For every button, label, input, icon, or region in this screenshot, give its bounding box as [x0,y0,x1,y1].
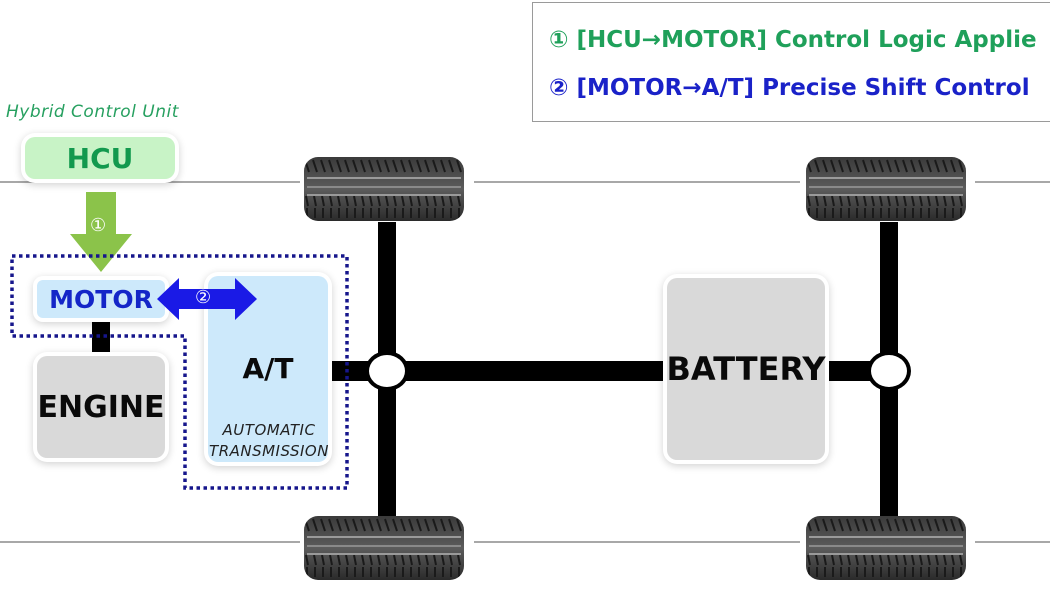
motor-label: MOTOR [49,284,153,314]
at-subtitle: AUTOMATIC TRANSMISSION [192,420,346,462]
at-subtitle-line2: TRANSMISSION [209,442,329,460]
battery-box: BATTERY [666,278,826,460]
motor-box: MOTOR [37,280,165,318]
guide-line-bottom-left [0,541,300,543]
guide-line-bottom-right [975,541,1050,543]
guide-line-bottom-mid [474,541,800,543]
guide-line-top-left [0,181,300,183]
tire-icon [806,157,966,221]
hcu-box: HCU [25,137,175,179]
tire-icon [304,157,464,221]
guide-line-top-right [975,181,1050,183]
hcu-caption: Hybrid Control Unit [6,102,179,122]
guide-line-top-mid [474,181,800,183]
tire-icon [806,516,966,580]
front-differential-joint [365,351,409,391]
step1-arrow-icon [70,192,132,272]
motor-engine-link [92,318,110,354]
rear-differential-joint [867,351,911,391]
legend-step-1: ① [HCU→MOTOR] Control Logic Applie [549,27,1037,53]
legend-box: ① [HCU→MOTOR] Control Logic Applie ② [MO… [532,2,1050,122]
tire-icon [304,516,464,580]
step2-marker: ② [195,287,212,308]
engine-box: ENGINE [37,356,165,458]
engine-label: ENGINE [37,389,165,425]
legend-step-2: ② [MOTOR→A/T] Precise Shift Control [549,75,1030,101]
step2-double-arrow-icon [157,278,257,320]
hcu-label: HCU [66,141,134,175]
at-subtitle-line1: AUTOMATIC [222,421,316,439]
battery-label: BATTERY [666,350,826,388]
step1-marker: ① [90,215,107,236]
at-label: A/T [242,352,294,385]
